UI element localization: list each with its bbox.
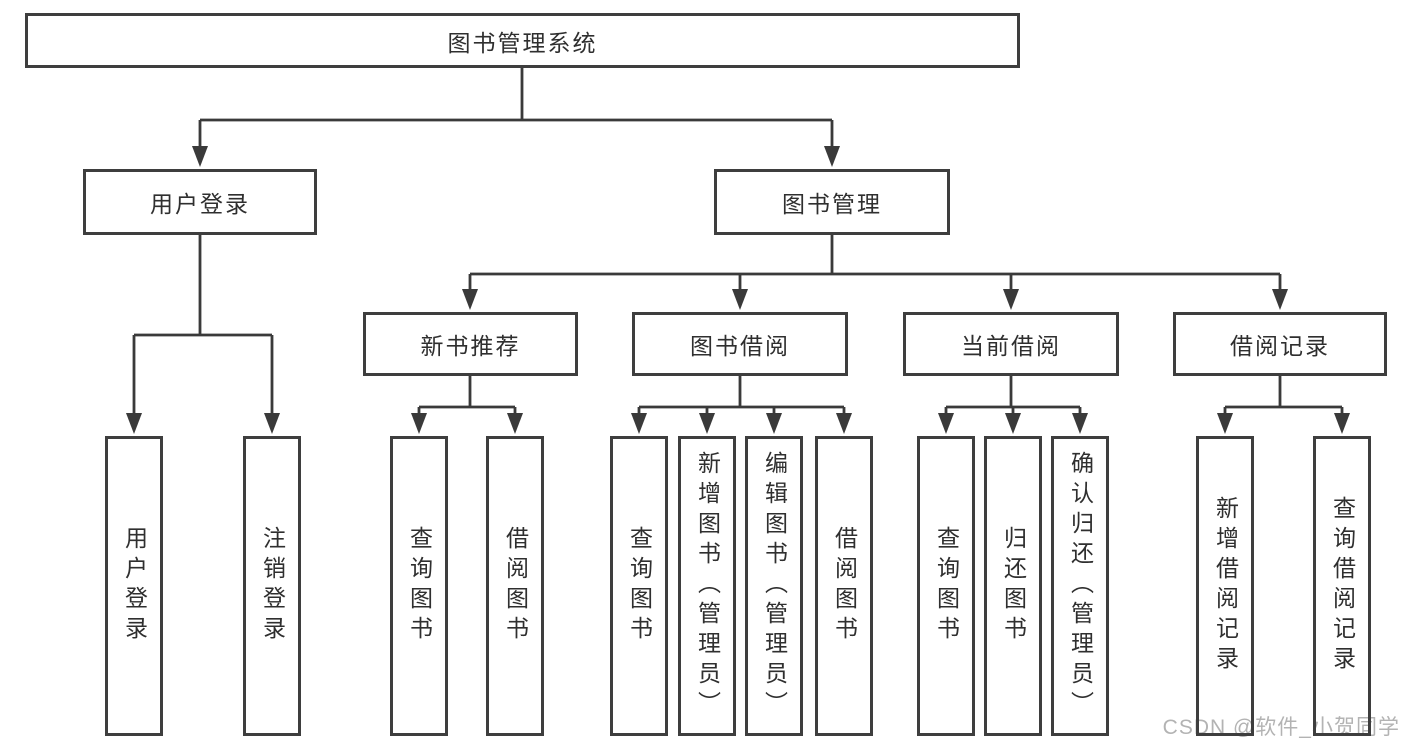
leaf-borrow-books-recommend: 借阅图书 bbox=[486, 436, 544, 736]
leaf-edit-book-admin: 编辑图书（管理员） bbox=[745, 436, 803, 736]
leaf-return-books-label: 归还图书 bbox=[1000, 526, 1027, 646]
node-root: 图书管理系统 bbox=[25, 13, 1020, 68]
leaf-borrow-books-borrowing-label: 借阅图书 bbox=[831, 526, 858, 646]
node-book-borrowing-label: 图书借阅 bbox=[690, 333, 790, 359]
leaf-add-borrow-record: 新增借阅记录 bbox=[1196, 436, 1254, 736]
leaf-query-borrow-record: 查询借阅记录 bbox=[1313, 436, 1371, 736]
leaf-add-borrow-record-label: 新增借阅记录 bbox=[1212, 496, 1239, 676]
watermark: CSDN @软件_小贺同学 bbox=[1162, 716, 1400, 739]
node-root-label: 图书管理系统 bbox=[447, 29, 598, 56]
node-book-management: 图书管理 bbox=[714, 169, 950, 235]
node-new-book-recommendation: 新书推荐 bbox=[363, 312, 578, 376]
node-borrowing-records-label: 借阅记录 bbox=[1230, 333, 1330, 359]
leaf-user-login-label: 用户登录 bbox=[121, 526, 148, 646]
node-book-borrowing: 图书借阅 bbox=[632, 312, 848, 376]
leaf-borrow-books-borrowing: 借阅图书 bbox=[815, 436, 873, 736]
leaf-query-books-current-label: 查询图书 bbox=[933, 526, 960, 646]
leaf-query-books-borrowing-label: 查询图书 bbox=[626, 526, 653, 646]
node-borrowing-records: 借阅记录 bbox=[1173, 312, 1387, 376]
node-user-login: 用户登录 bbox=[83, 169, 317, 235]
leaf-query-borrow-record-label: 查询借阅记录 bbox=[1329, 496, 1356, 676]
leaf-query-books-recommend-label: 查询图书 bbox=[406, 526, 433, 646]
node-new-book-recommendation-label: 新书推荐 bbox=[420, 333, 521, 359]
leaf-query-books-current: 查询图书 bbox=[917, 436, 975, 736]
leaf-query-books-recommend: 查询图书 bbox=[390, 436, 448, 736]
node-current-borrowing-label: 当前借阅 bbox=[961, 333, 1061, 359]
leaf-borrow-books-recommend-label: 借阅图书 bbox=[502, 526, 529, 646]
leaf-query-books-borrowing: 查询图书 bbox=[610, 436, 668, 736]
leaf-add-book-admin: 新增图书（管理员） bbox=[678, 436, 736, 736]
leaf-confirm-return-admin-label: 确认归还（管理员） bbox=[1067, 451, 1094, 721]
leaf-add-book-admin-label: 新增图书（管理员） bbox=[694, 451, 721, 721]
leaf-edit-book-admin-label: 编辑图书（管理员） bbox=[761, 451, 788, 721]
leaf-logout: 注销登录 bbox=[243, 436, 301, 736]
node-book-management-label: 图书管理 bbox=[782, 191, 882, 217]
leaf-user-login: 用户登录 bbox=[105, 436, 163, 736]
node-user-login-label: 用户登录 bbox=[150, 191, 250, 217]
leaf-logout-label: 注销登录 bbox=[259, 526, 286, 646]
leaf-confirm-return-admin: 确认归还（管理员） bbox=[1051, 436, 1109, 736]
node-current-borrowing: 当前借阅 bbox=[903, 312, 1119, 376]
leaf-return-books: 归还图书 bbox=[984, 436, 1042, 736]
